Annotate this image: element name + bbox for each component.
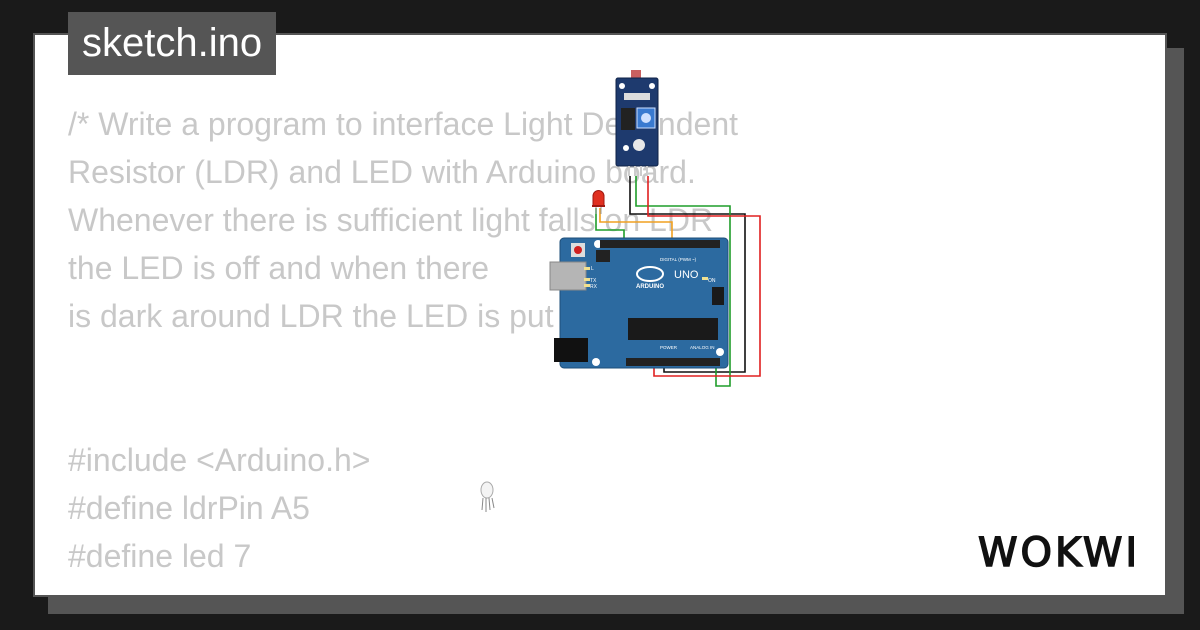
arduino-logo-icon — [636, 266, 664, 282]
ldr-sensor-module[interactable] — [615, 70, 659, 176]
code-line-10: #define led 7 — [68, 538, 252, 574]
ldr-photoresistor — [631, 70, 641, 78]
rx-label: RX — [590, 284, 598, 290]
usb-port — [549, 261, 587, 291]
code-line-9: #define ldrPin A5 — [68, 490, 310, 526]
code-line-1: /* Write a program to interface Light De… — [68, 106, 738, 142]
board-model-text: UNO — [674, 269, 699, 281]
code-line-2: Resistor (LDR) and LED with Arduino boar… — [68, 154, 696, 190]
code-line-3: Whenever there is sufficient light falls… — [68, 202, 714, 238]
analog-header-label: ANALOG IN — [690, 345, 715, 350]
board-brand-text: ARDUINO — [636, 284, 664, 290]
power-header-label: POWER — [660, 345, 678, 350]
digital-header — [600, 240, 720, 248]
wires — [595, 176, 761, 387]
atmega-chip — [628, 318, 718, 340]
red-led[interactable] — [592, 190, 605, 215]
digital-header-label: DIGITAL (PWM ~) — [660, 257, 697, 262]
wire-green-led — [595, 208, 625, 242]
l-label: L — [591, 266, 594, 272]
tx-label: TX — [590, 278, 597, 284]
power-analog-header — [626, 358, 720, 366]
reset-button[interactable] — [574, 246, 582, 254]
power-jack — [554, 338, 588, 362]
wire-black — [629, 176, 746, 373]
wokwi-logo-text: WOKWI — [978, 530, 1140, 576]
code-line-4: the LED is off and when there — [68, 250, 490, 286]
wire-red — [647, 176, 761, 377]
arduino-uno-board[interactable]: UNO ARDUINO DIGITAL (PWM ~) POWER ANALOG… — [549, 237, 729, 369]
white-bulb-icon[interactable] — [480, 481, 495, 512]
code-line-8: #include <Arduino.h> — [68, 442, 371, 478]
sketch-filename-badge: sketch.ino — [68, 12, 277, 75]
wire-orange — [599, 208, 673, 242]
on-led-label: ON — [708, 278, 716, 284]
wire-green — [635, 176, 731, 387]
wokwi-logo: WOKWI — [977, 529, 1140, 577]
